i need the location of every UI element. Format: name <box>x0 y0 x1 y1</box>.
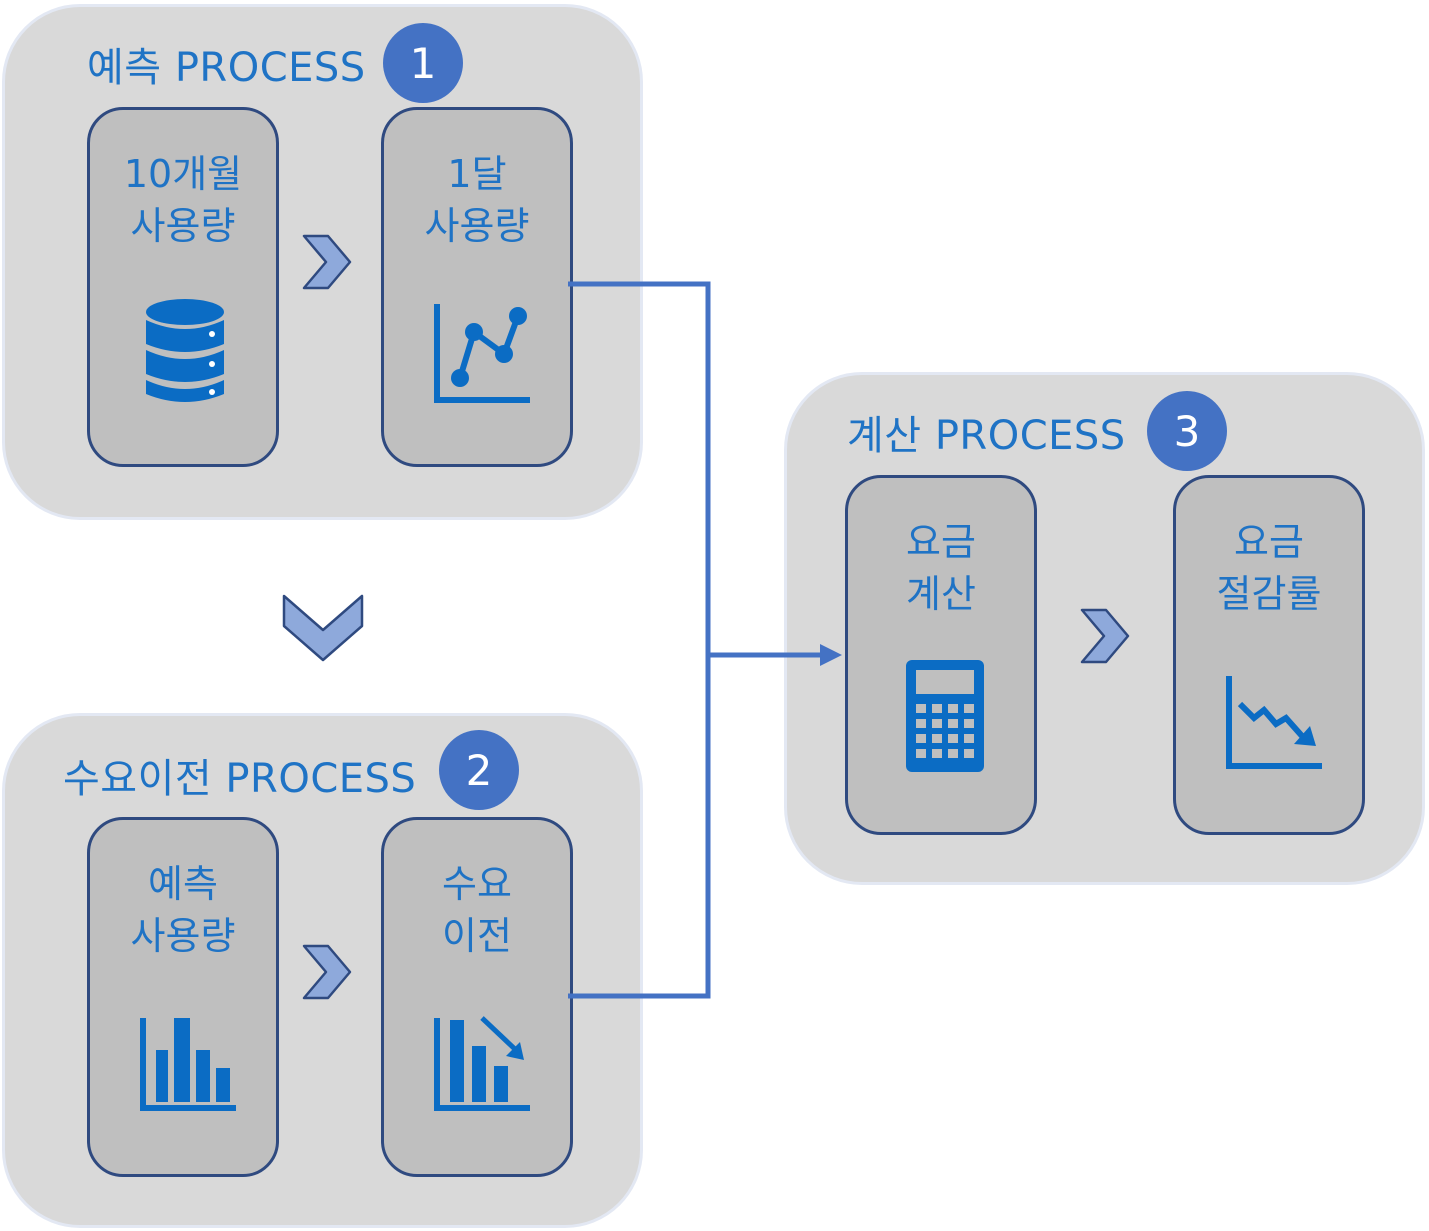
calculation-process-title: 계산 PROCESS <box>847 413 1126 459</box>
trend-down-chart-icon <box>1226 676 1322 769</box>
chevron-down-icon <box>282 594 364 662</box>
card-10-month-usage-line2: 사용량 <box>130 204 236 248</box>
chevron-right-icon-3 <box>1080 608 1130 664</box>
step-badge-1: 1 <box>383 23 463 103</box>
arrow-head-icon <box>820 644 842 666</box>
database-icon <box>146 299 224 402</box>
card-10-month-usage-line1: 10개월 <box>123 152 243 196</box>
connector-line-top <box>568 281 711 999</box>
calculator-icon <box>906 660 984 772</box>
chevron-right-icon-2 <box>302 944 352 1000</box>
card-predicted-usage: 예측 사용량 <box>87 817 279 1177</box>
card-demand-shift-line1: 수요 <box>442 862 512 906</box>
step-badge-2: 2 <box>439 730 519 810</box>
card-fee-saving-rate: 요금 절감률 <box>1173 475 1365 835</box>
line-chart-icon <box>434 304 530 403</box>
card-1-month-usage: 1달 사용량 <box>381 107 573 467</box>
chevron-right-icon-1 <box>302 234 352 290</box>
card-fee-saving-rate-line2: 절감률 <box>1216 572 1322 616</box>
card-fee-calculation: 요금 계산 <box>845 475 1037 835</box>
card-fee-calculation-line2: 계산 <box>906 572 976 616</box>
demand-shift-process-group: 수요이전 PROCESS 2 예측 사용량 수요 이전 <box>2 713 643 1228</box>
card-1-month-usage-line2: 사용량 <box>424 204 530 248</box>
card-demand-shift: 수요 이전 <box>381 817 573 1177</box>
card-1-month-usage-line1: 1달 <box>447 152 507 196</box>
bar-chart-icon <box>140 1018 236 1111</box>
demand-shift-process-title: 수요이전 PROCESS <box>63 756 417 802</box>
card-predicted-usage-line2: 사용량 <box>130 914 236 958</box>
card-fee-calculation-line1: 요금 <box>906 520 976 564</box>
card-10-month-usage: 10개월 사용량 <box>87 107 279 467</box>
forecast-process-group: 예측 PROCESS 1 10개월 사용량 1달 사용량 <box>2 4 643 520</box>
bar-chart-down-icon <box>434 1016 530 1111</box>
forecast-process-title: 예측 PROCESS <box>87 45 366 91</box>
card-demand-shift-line2: 이전 <box>442 914 512 958</box>
card-predicted-usage-line1: 예측 <box>148 862 218 906</box>
card-fee-saving-rate-line1: 요금 <box>1234 520 1304 564</box>
step-badge-3: 3 <box>1147 391 1227 471</box>
calculation-process-group: 계산 PROCESS 3 요금 계산 요금 절감률 <box>784 372 1425 885</box>
